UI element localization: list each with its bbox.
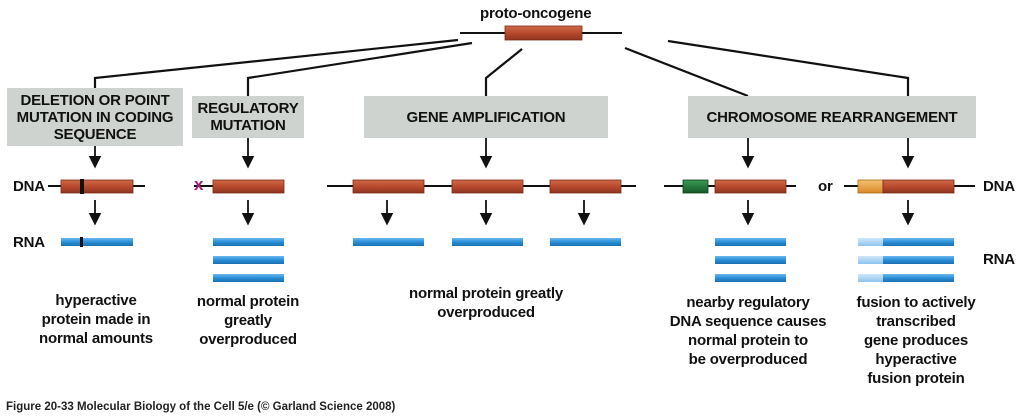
box-gene-amplification: GENE AMPLIFICATION bbox=[364, 96, 608, 138]
mutated-gene bbox=[60, 179, 134, 194]
dna-row bbox=[48, 179, 975, 194]
dna-label-left: DNA bbox=[13, 178, 45, 195]
dna-to-rna-arrows bbox=[88, 200, 915, 226]
caption-amplification: normal protein greatly overproduced bbox=[409, 285, 563, 321]
rearranged-gene bbox=[714, 179, 787, 194]
regulatory-gene bbox=[212, 179, 285, 194]
rna-label-left: RNA bbox=[13, 234, 45, 251]
caption-rearrangement-1: nearby regulatory DNA sequence causes no… bbox=[669, 294, 827, 368]
branch-lines bbox=[93, 38, 910, 98]
amplified-gene-2 bbox=[451, 179, 524, 194]
rna-mutation-mark bbox=[80, 237, 83, 247]
point-mutation-mark bbox=[80, 179, 84, 194]
fusion-partner bbox=[857, 179, 884, 194]
or-label: or bbox=[818, 178, 833, 195]
figure-footer: Figure 20-33 Molecular Biology of the Ce… bbox=[6, 401, 396, 413]
fused-gene bbox=[882, 179, 955, 194]
amplified-gene-3 bbox=[549, 179, 622, 194]
dna-label-right: DNA bbox=[983, 178, 1015, 195]
regulatory-sequence bbox=[682, 179, 709, 194]
caption-deletion: hyperactive protein made in normal amoun… bbox=[39, 292, 153, 347]
rna-label-right: RNA bbox=[983, 251, 1015, 268]
box-to-dna-arrows bbox=[88, 138, 915, 169]
mutation-x-mark: x bbox=[194, 175, 204, 194]
mutant-rna bbox=[61, 238, 133, 246]
proto-oncogene-dna bbox=[460, 25, 622, 41]
diagram-title: proto-oncogene bbox=[480, 5, 592, 22]
rna-row bbox=[61, 237, 954, 282]
box-deletion-point-mutation: DELETION OR POINT MUTATION IN CODING SEQ… bbox=[7, 88, 183, 146]
caption-regulatory: normal protein greatly overproduced bbox=[196, 293, 300, 348]
amplified-gene-1 bbox=[352, 179, 425, 194]
caption-rearrangement-2: fusion to actively transcribed gene prod… bbox=[856, 294, 976, 387]
box-chromosome-rearrangement: CHROMOSOME REARRANGEMENT bbox=[688, 96, 976, 138]
box-regulatory-mutation: REGULATORY MUTATION bbox=[192, 96, 304, 138]
